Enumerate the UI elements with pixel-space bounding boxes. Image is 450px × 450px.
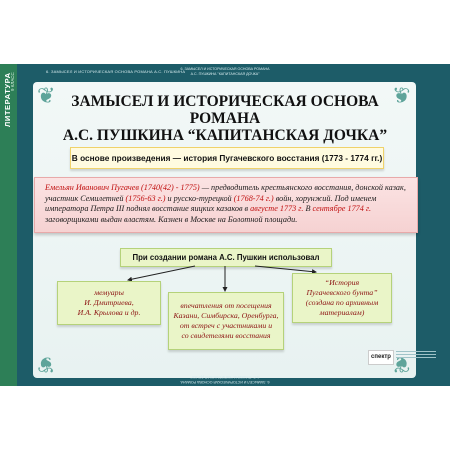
bio-text: Емельян Иванович Пугачев (1740(42) - 177… <box>45 183 406 224</box>
memoirs-leaf: мемуары И. Дмитриева, И.А. Крылова и др. <box>57 281 161 325</box>
pugachev-bio-box: Емельян Иванович Пугачев (1740(42) - 177… <box>34 177 418 233</box>
sources-heading-box: При создании романа А.С. Пушкин использо… <box>120 248 332 267</box>
header-center-caption: 6. ЗАМЫСЕЛ И ИСТОРИЧЕСКАЯ ОСНОВА РОМАНА … <box>180 67 270 76</box>
corner-ornament-icon: ❦ <box>37 351 56 376</box>
subject-side-tab: ЛИТЕРАТУРА 9 КЛАСС <box>0 64 17 386</box>
header-left-caption: 6. ЗАМЫСЕЛ И ИСТОРИЧЕСКАЯ ОСНОВА РОМАНА … <box>46 69 186 74</box>
footer-center-caption: 6. ЗАМЫСЕЛ И ИСТОРИЧЕСКАЯ ОСНОВА РОМАНА … <box>180 375 270 385</box>
impressions-leaf: впечатления от посещения Казани, Симбирс… <box>168 292 284 350</box>
publisher-logo: спектр <box>368 350 394 365</box>
basis-box: В основе произведения — история Пугачевс… <box>70 147 384 169</box>
corner-ornament-icon: ❦ <box>37 84 56 109</box>
history-leaf: “История Пугачевского бунта” (создана по… <box>292 273 392 323</box>
corner-ornament-icon: ❦ <box>392 84 411 109</box>
publisher-info-lines <box>396 351 436 363</box>
page-title: ЗАМЫСЕЛ И ИСТОРИЧЕСКАЯ ОСНОВА РОМАНА А.С… <box>62 93 388 144</box>
grade-label: 9 КЛАСС <box>10 72 15 91</box>
